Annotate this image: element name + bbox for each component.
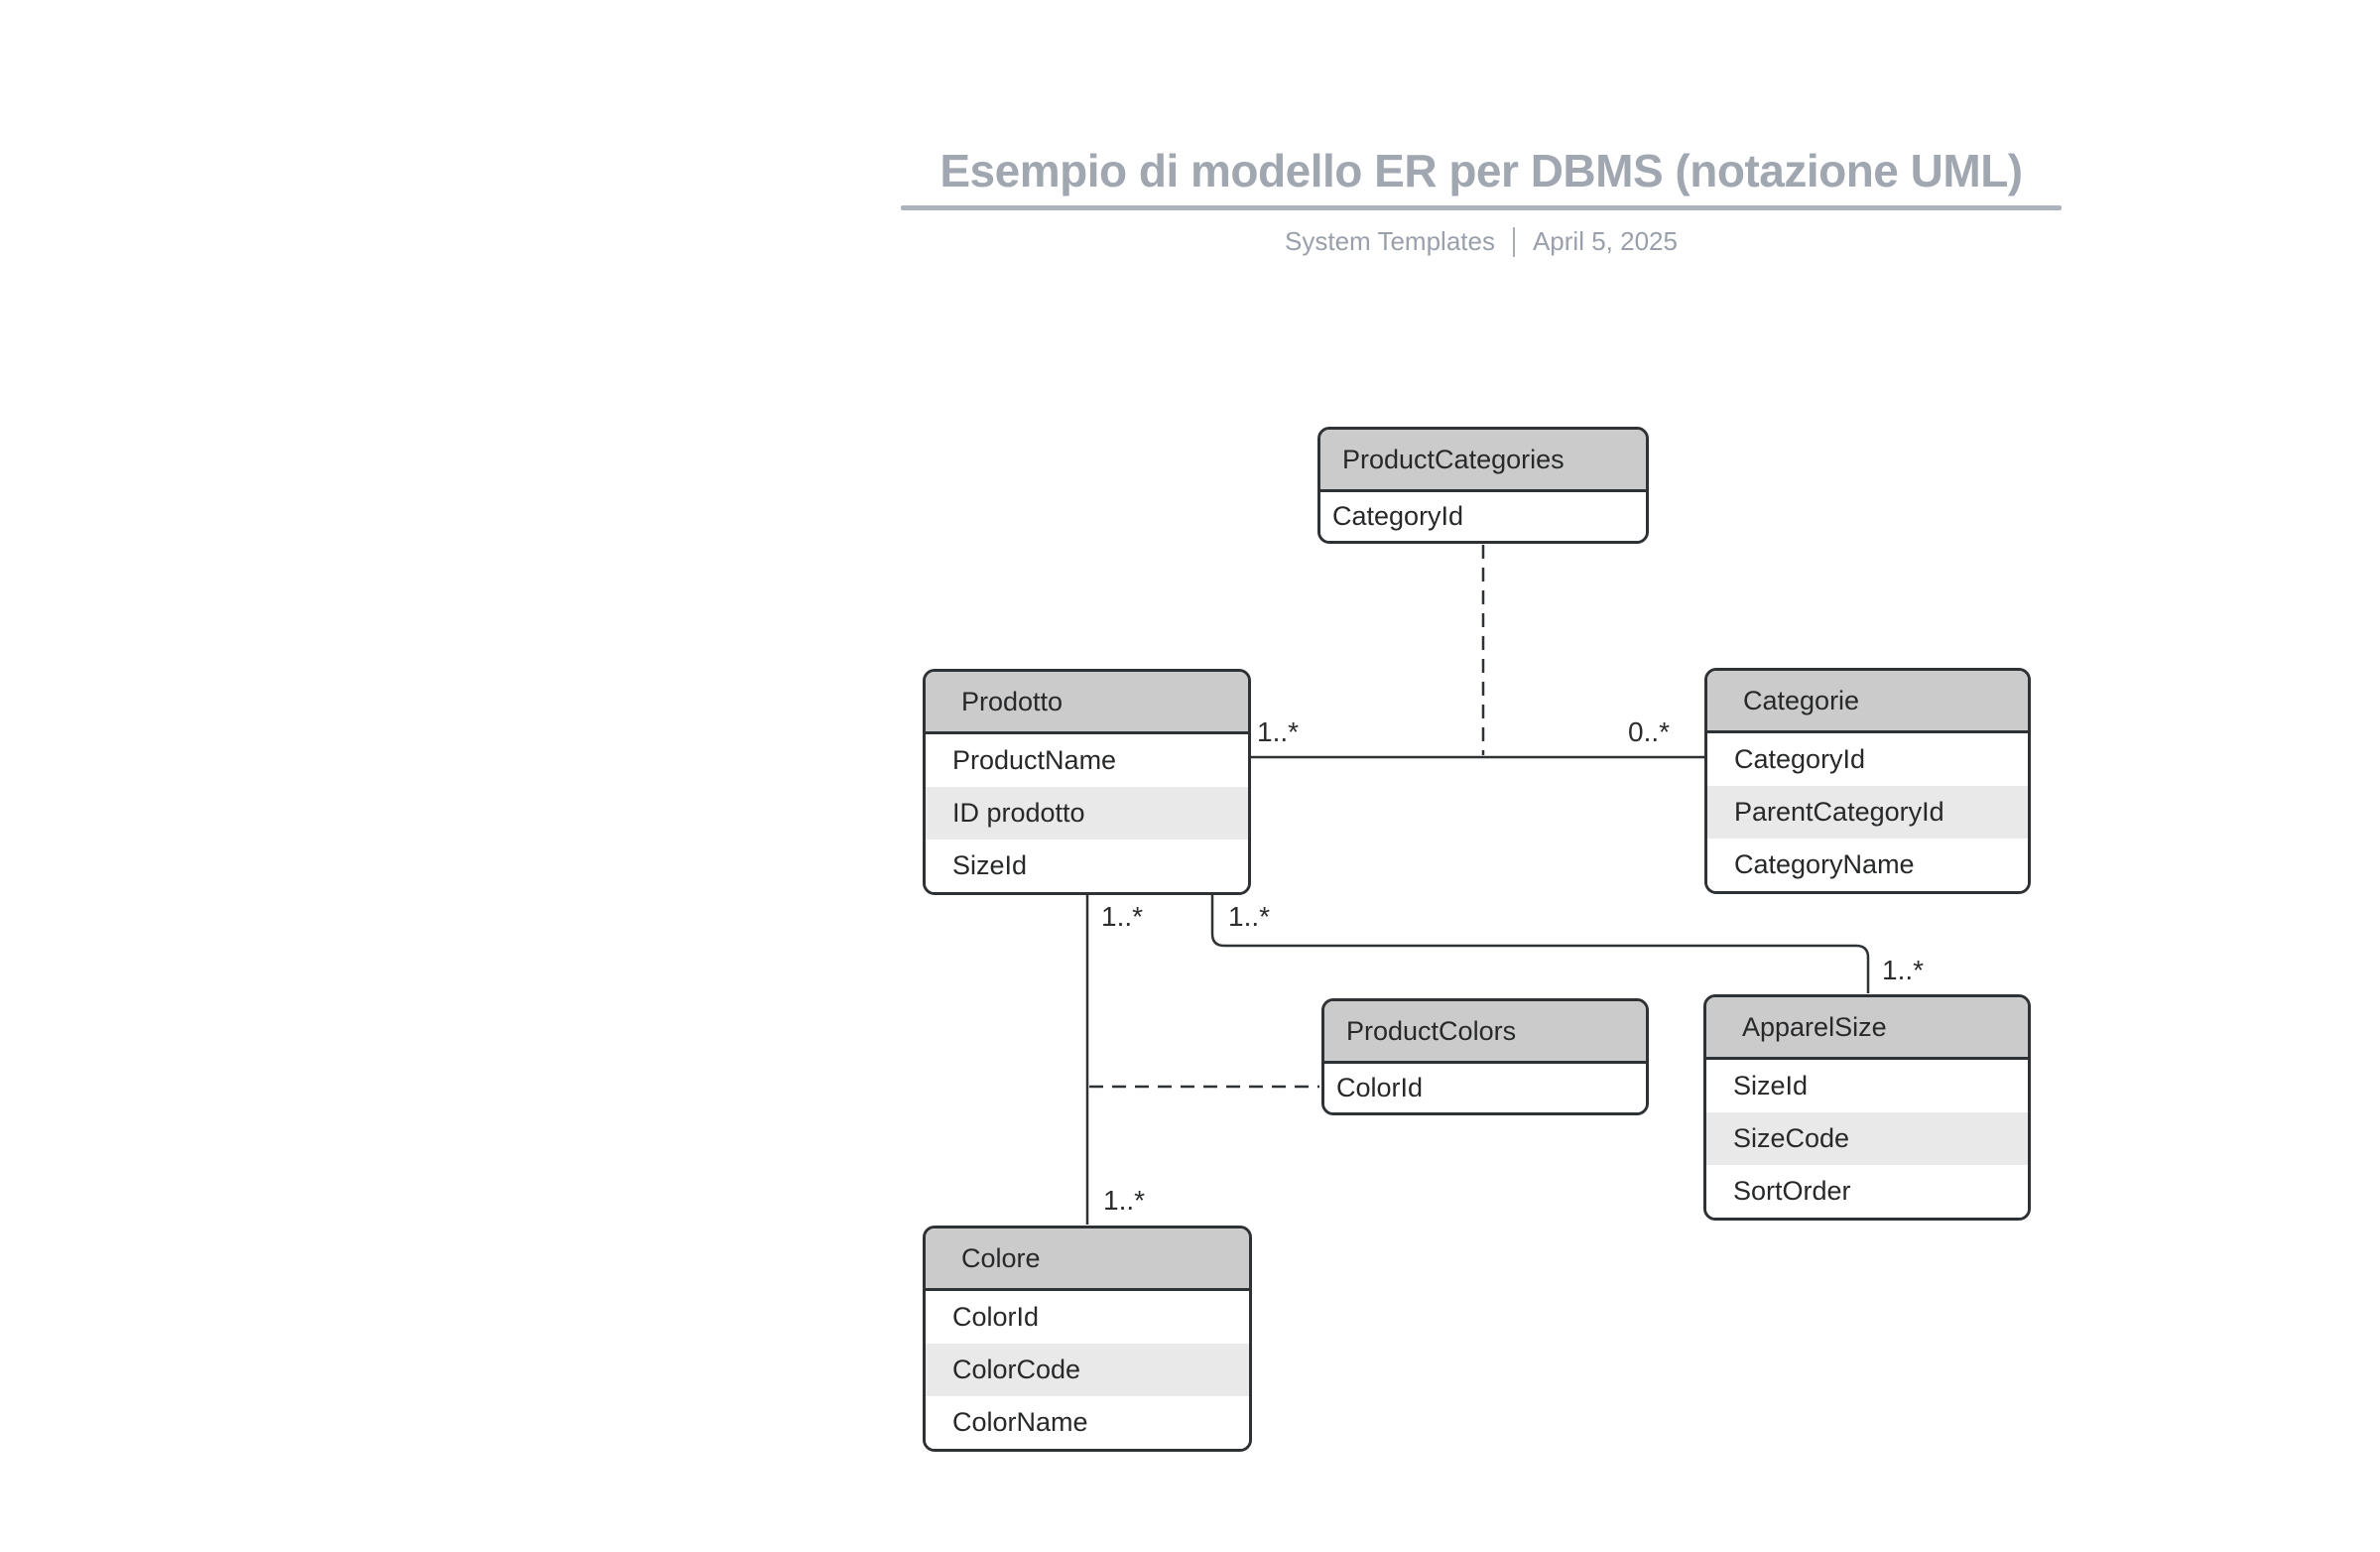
entity-apparel-size: ApparelSize SizeId SizeCode SortOrder bbox=[1703, 994, 2031, 1221]
field-label: CategoryName bbox=[1734, 849, 1915, 879]
entity-header: ApparelSize bbox=[1706, 997, 2028, 1060]
field-label: ProductName bbox=[952, 745, 1117, 775]
entity-field-row: SizeId bbox=[926, 840, 1248, 892]
entity-field-row: ProductName bbox=[926, 734, 1248, 787]
entity-title: ProductCategories bbox=[1342, 444, 1565, 474]
entity-header: ProductCategories bbox=[1320, 430, 1646, 492]
field-label: SizeId bbox=[952, 850, 1028, 880]
entity-field-row: ColorId bbox=[926, 1291, 1249, 1344]
multiplicity-prodotto-colore: 1..* bbox=[1101, 901, 1144, 932]
entity-field-row: SizeId bbox=[1706, 1060, 2028, 1112]
entity-title: Colore bbox=[961, 1242, 1041, 1273]
entity-field-row: CategoryId bbox=[1320, 492, 1646, 541]
multiplicity-colore: 1..* bbox=[1103, 1185, 1146, 1216]
page-header: Esempio di modello ER per DBMS (notazion… bbox=[886, 145, 2076, 257]
entity-prodotto: Prodotto ProductName ID prodotto SizeId bbox=[923, 669, 1251, 895]
entity-title: Prodotto bbox=[961, 686, 1064, 716]
meta-source: System Templates bbox=[1285, 226, 1495, 256]
entity-field-row: ColorCode bbox=[926, 1344, 1249, 1396]
entity-field-row: ParentCategoryId bbox=[1707, 786, 2028, 839]
field-label: SortOrder bbox=[1733, 1176, 1851, 1206]
field-label: ColorId bbox=[952, 1302, 1040, 1332]
multiplicity-prodotto-categorie: 1..* bbox=[1257, 716, 1300, 747]
entity-header: Prodotto bbox=[926, 672, 1248, 734]
entity-header: ProductColors bbox=[1324, 1001, 1646, 1064]
field-label: SizeId bbox=[1733, 1071, 1809, 1100]
entity-field-row: SizeCode bbox=[1706, 1112, 2028, 1165]
page-title: Esempio di modello ER per DBMS (notazion… bbox=[939, 145, 2023, 196]
entity-title: ApparelSize bbox=[1742, 1011, 1887, 1042]
field-label: ColorName bbox=[952, 1407, 1088, 1437]
entity-field-row: CategoryId bbox=[1707, 733, 2028, 786]
multiplicity-categorie: 0..* bbox=[1628, 716, 1671, 747]
meta-separator bbox=[1512, 226, 1515, 257]
entity-header: Categorie bbox=[1707, 671, 2028, 733]
entity-title: Categorie bbox=[1743, 685, 1860, 715]
entity-field-row: SortOrder bbox=[1706, 1165, 2028, 1218]
entity-colore: Colore ColorId ColorCode ColorName bbox=[923, 1226, 1252, 1452]
line-prodotto-apparelsize bbox=[1210, 895, 1870, 993]
entity-product-colors: ProductColors ColorId bbox=[1321, 998, 1649, 1115]
page-meta: System Templates April 5, 2025 bbox=[886, 226, 2076, 257]
entity-categorie: Categorie CategoryId ParentCategoryId Ca… bbox=[1704, 668, 2031, 894]
entity-title: ProductColors bbox=[1346, 1015, 1517, 1046]
field-label: SizeCode bbox=[1733, 1123, 1850, 1153]
field-label: CategoryId bbox=[1734, 744, 1866, 774]
field-label: CategoryId bbox=[1332, 501, 1464, 531]
entity-field-row: ColorName bbox=[926, 1396, 1249, 1449]
entity-field-row: ColorId bbox=[1324, 1064, 1646, 1112]
entity-product-categories: ProductCategories CategoryId bbox=[1317, 427, 1649, 544]
multiplicity-apparelsize: 1..* bbox=[1882, 955, 1925, 985]
entity-field-row: CategoryName bbox=[1707, 839, 2028, 891]
field-label: ColorCode bbox=[952, 1355, 1081, 1384]
meta-date: April 5, 2025 bbox=[1532, 226, 1678, 256]
entity-field-row: ID prodotto bbox=[926, 787, 1248, 840]
field-label: ColorId bbox=[1336, 1073, 1424, 1102]
field-label: ID prodotto bbox=[952, 798, 1085, 828]
multiplicity-prodotto-apparelsize: 1..* bbox=[1228, 901, 1271, 932]
field-label: ParentCategoryId bbox=[1734, 797, 1944, 827]
title-underline bbox=[901, 205, 2062, 210]
entity-header: Colore bbox=[926, 1229, 1249, 1291]
